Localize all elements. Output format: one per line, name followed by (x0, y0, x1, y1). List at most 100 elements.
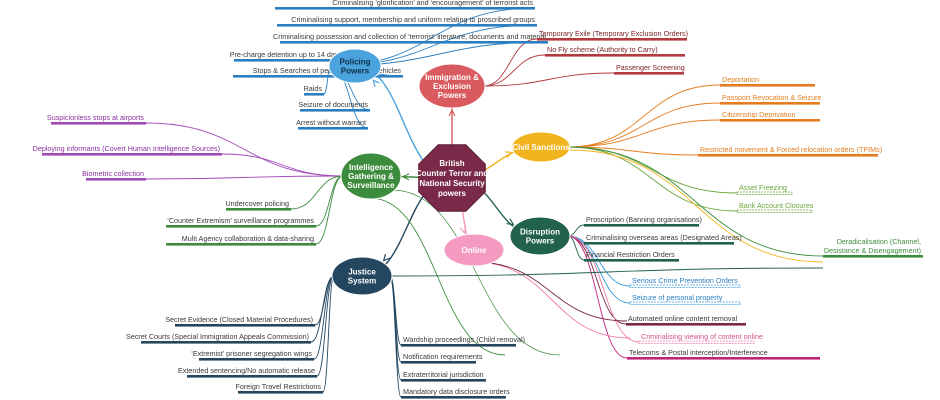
leaf-connector (315, 175, 344, 245)
leaf-underline (584, 224, 699, 227)
leaf-connector (567, 84, 721, 148)
leaf-restricted-movement-forced-relocation-or[interactable]: Restricted movement & Forced relocation … (698, 145, 882, 157)
leaf-asset-freezing[interactable]: Asset Freezing (736, 183, 793, 195)
leaf-temporary-exile-temporary-exclusion-orde[interactable]: Temporary Exile (Temporary Exclusion Ord… (537, 29, 688, 41)
leaf-seizure-of-documents[interactable]: Seizure of documents (298, 100, 370, 112)
cross-connector (569, 149, 824, 263)
leaf-extended-sentencing-no-automatic-release[interactable]: Extended sentencing/No automatic release (178, 366, 317, 378)
leaf-label: Telecoms & Postal interception/Interfere… (629, 348, 768, 357)
leaf-connector (567, 146, 699, 156)
leaf-label: Bank Account Closures (739, 201, 814, 210)
leaf-criminalising-possession-and-collection-[interactable]: Criminalising possession and collection … (273, 32, 548, 44)
leaf-extraterritorial-jurisdiction[interactable]: Extraterritorial jurisdiction (401, 370, 486, 382)
leaf-connector (389, 275, 402, 363)
leaf-underline (166, 225, 316, 228)
leaf-underline (736, 191, 793, 195)
leaf-underline (627, 357, 820, 360)
branch-civil[interactable]: Civil Sanctions (511, 131, 571, 163)
leaf-criminalising-support-membership-and-uni[interactable]: Criminalising support, membership and un… (277, 15, 537, 27)
leaf-layer: Criminalising ‘glorification’ and ‘encou… (33, 0, 923, 399)
leaf-mandatory-data-disclosure-orders[interactable]: Mandatory data disclosure orders (401, 387, 510, 399)
leaf-notification-requirements[interactable]: Notification requirements (401, 352, 483, 364)
leaf-underline (401, 361, 476, 364)
leaf-underline (233, 75, 403, 78)
branch-online-shape (443, 233, 505, 267)
leaf-label: Temporary Exile (Temporary Exclusion Ord… (539, 29, 688, 38)
leaf-connector (567, 146, 738, 212)
leaf-underline (304, 93, 324, 96)
leaf-connector (567, 235, 628, 359)
leaf-raids[interactable]: Raids (304, 84, 324, 96)
leaf-deploying-informants-covert-human-intell[interactable]: Deploying informants (Covert Human Intel… (33, 144, 222, 156)
leaf-arrest-without-warrant[interactable]: Arrest without warrant (296, 118, 368, 130)
leaf-passenger-screening[interactable]: Passenger Screening (614, 63, 685, 75)
leaf-counter-extremism-surveillance-programme[interactable]: ‘Counter Extremism’ surveillance program… (166, 216, 316, 228)
leaf-label: Criminalising overseas areas (Designated… (586, 233, 742, 242)
leaf-serious-crime-prevention-orders[interactable]: Serious Crime Prevention Orders (629, 276, 741, 288)
branch-policing-label: Powers (341, 67, 370, 76)
leaf-extremist-prisoner-segregation-wings[interactable]: ‘Extremist’ prisoner segregation wings (191, 349, 314, 361)
leaf-underline (86, 178, 146, 181)
leaf-seizure-of-personal-property[interactable]: Seizure of personal property (629, 293, 741, 305)
leaf-telecoms-postal-interception-interferenc[interactable]: Telecoms & Postal interception/Interfere… (627, 348, 820, 360)
leaf-pre-charge-detention-up-to-14-days[interactable]: Pre-charge detention up to 14 days (230, 50, 344, 62)
leaf-deportation[interactable]: Deportation (720, 75, 815, 87)
leaf-multi-agency-collaboration-data-sharing[interactable]: Multi Agency collaboration & data-sharin… (166, 234, 316, 246)
leaf-label: ‘Counter Extremism’ surveillance program… (167, 216, 314, 225)
leaf-underline (720, 119, 820, 122)
leaf-citizenship-deprivation[interactable]: Citizenship Deprivation (720, 110, 820, 122)
leaf-passport-revocation-seizure[interactable]: Passport Revocation & Seizure (720, 93, 821, 105)
leaf-proscription-banning-organisations[interactable]: Proscription (Banning organisations) (584, 215, 702, 227)
leaf-label: Mandatory data disclosure orders (403, 387, 510, 396)
cross-connector (473, 261, 628, 322)
leaf-criminalising-viewing-of-content-online[interactable]: Criminalising viewing of content online (638, 332, 763, 344)
branch-immigration-label: Exclusion (433, 82, 471, 91)
branch-immigration-shape (418, 63, 486, 109)
leaf-underline (234, 59, 344, 62)
leaf-deradicalisation-channel-desistance-dise[interactable]: Deradicalisation (Channel,Desistance & D… (823, 237, 923, 258)
leaf-suspicionless-stops-at-airports[interactable]: Suspicionless stops at airports (47, 113, 146, 125)
leaf-underline (626, 323, 746, 326)
leaf-underline (584, 259, 679, 262)
leaf-stops-searches-of-people-premises-vehicl[interactable]: Stops & Searches of people/premises/vehi… (233, 66, 403, 78)
leaf-biometric-collection[interactable]: Biometric collection (82, 169, 146, 181)
leaf-label: Criminalising possession and collection … (273, 32, 546, 41)
leaf-connector (316, 275, 335, 377)
leaf-financial-restriction-orders[interactable]: Financial Restriction Orders (584, 250, 679, 262)
leaf-criminalising-glorification-and-encourag[interactable]: Criminalising ‘glorification’ and ‘encou… (275, 0, 535, 10)
branch-online[interactable]: Online (443, 233, 505, 267)
leaf-label: Criminalising viewing of content online (641, 332, 763, 341)
leaf-underline (720, 102, 820, 105)
leaf-underline (401, 379, 486, 382)
branch-intel-label: Surveillance (347, 181, 395, 190)
leaf-no-fly-scheme-authority-to-carry[interactable]: No Fly scheme (Authority to Carry) (545, 45, 685, 57)
leaf-foreign-travel-restrictions[interactable]: Foreign Travel Restrictions (236, 382, 323, 394)
leaf-secret-courts-special-immigration-appeal[interactable]: Secret Courts (Special Immigration Appea… (126, 332, 311, 344)
arrow-icon (506, 218, 515, 226)
leaf-label: Citizenship Deprivation (722, 110, 796, 119)
leaf-bank-account-closures[interactable]: Bank Account Closures (736, 201, 814, 213)
leaf-label: Deradicalisation (Channel,Desistance & D… (824, 237, 921, 255)
leaf-automated-online-content-removal[interactable]: Automated online content removal (626, 314, 746, 326)
leaf-connector (145, 175, 344, 180)
leaf-underline (537, 38, 687, 41)
leaf-connector (145, 122, 344, 177)
leaf-criminalising-overseas-areas-designated-[interactable]: Criminalising overseas areas (Designated… (584, 233, 742, 245)
leaf-connector (482, 72, 615, 87)
branch-justice-label: System (348, 277, 376, 286)
leaf-label: No Fly scheme (Authority to Carry) (547, 45, 658, 54)
branch-intel-label: Intelligence (349, 163, 394, 172)
leaf-connector (314, 275, 335, 326)
leaf-undercover-policing[interactable]: Undercover policing (225, 199, 291, 211)
central-topic-label: British (439, 159, 464, 168)
leaf-secret-evidence-closed-material-procedur[interactable]: Secret Evidence (Closed Material Procedu… (165, 315, 315, 327)
leaf-wardship-proceedings-child-removal[interactable]: Wardship proceedings (Child removal) (401, 335, 525, 347)
